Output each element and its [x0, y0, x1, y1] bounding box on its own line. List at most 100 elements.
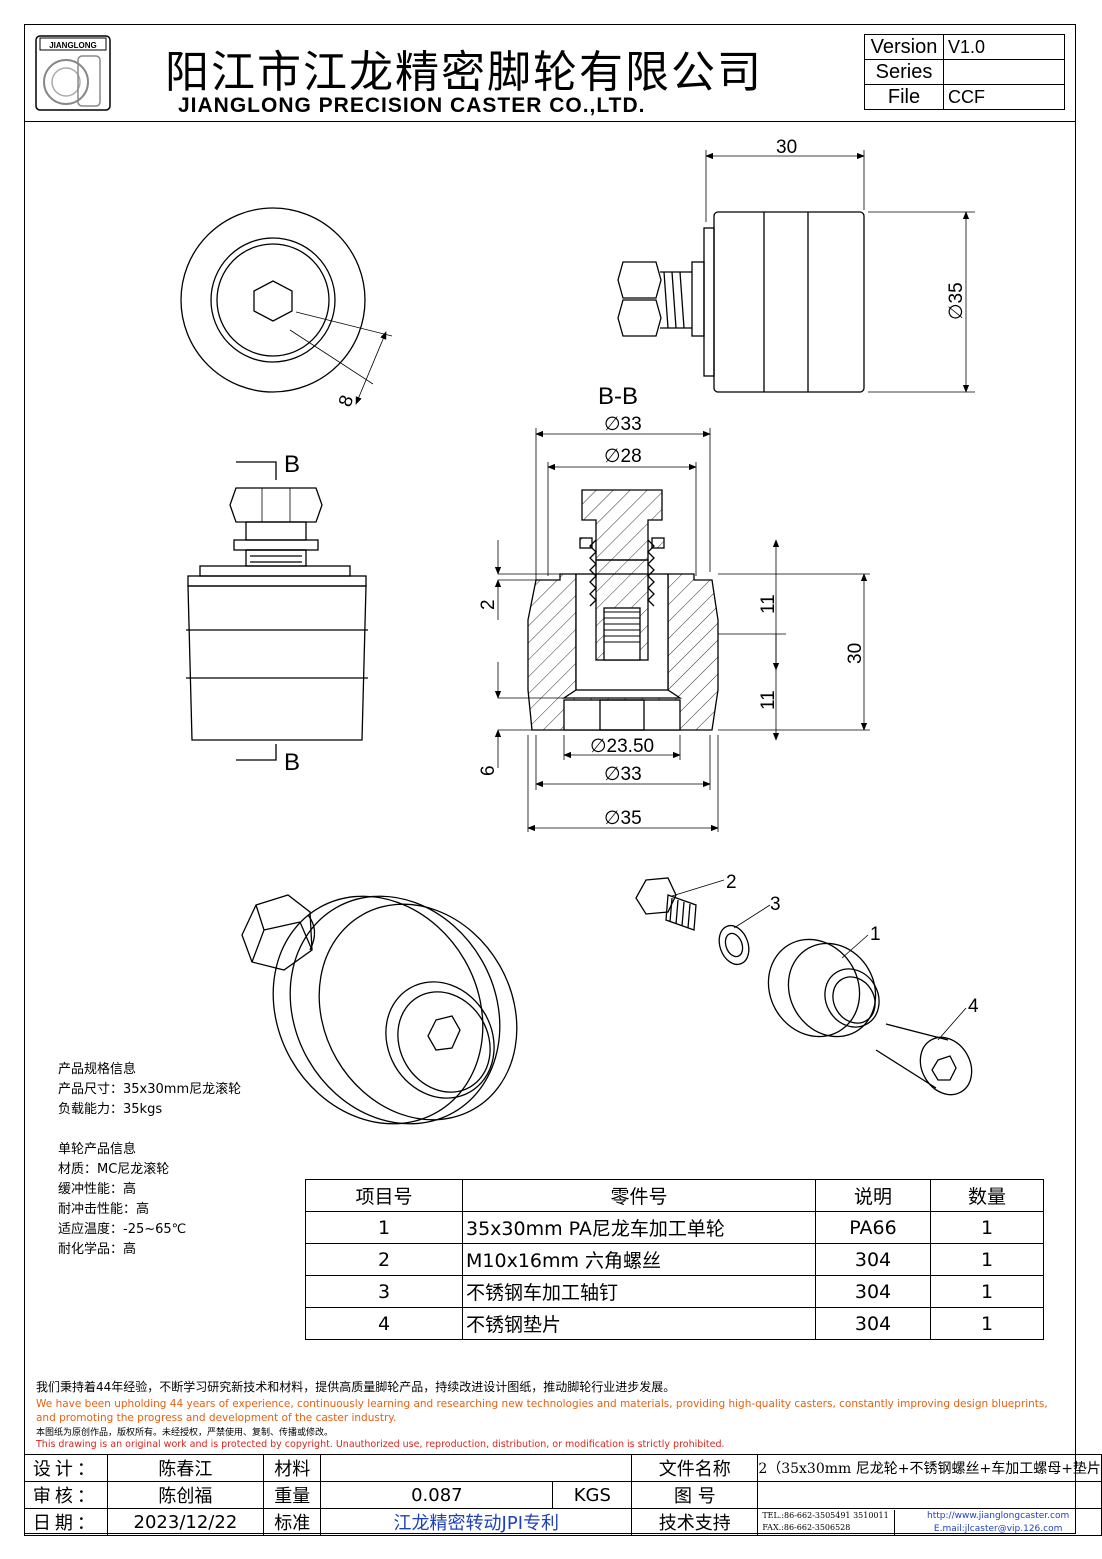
note-en-2: and promoting the progress and developme…: [36, 1412, 397, 1424]
elevation-view: [186, 461, 368, 761]
table-row: 1 35x30mm PA尼龙车加工单轮 PA66 1: [305, 1211, 1044, 1244]
drawing-no-label: 图 号: [631, 1481, 759, 1509]
isometric-assembly: [241, 894, 518, 1125]
spec-title: 产品规格信息: [58, 1062, 137, 1077]
product-spec-block: 产品规格信息 产品尺寸：35x30mm尼龙滚轮 负载能力：35kgs: [58, 1060, 241, 1120]
header-divider: [24, 121, 1076, 122]
parts-qty: 1: [930, 1307, 1044, 1340]
dim-hex-8: 8: [335, 393, 358, 410]
parts-qty: 1: [930, 1211, 1044, 1244]
note-en-1: We have been upholding 44 years of exper…: [36, 1398, 1048, 1410]
design-value: 陈春江: [106, 1454, 265, 1482]
spec-size: 产品尺寸：35x30mm尼龙滚轮: [58, 1082, 242, 1097]
cut-label-bottom: B: [284, 749, 300, 776]
parts-desc: 304: [815, 1307, 931, 1340]
parts-desc: 304: [815, 1243, 931, 1276]
section-label: B-B: [598, 383, 638, 410]
parts-header-qty: 数量: [930, 1179, 1044, 1212]
parts-name: M10x16mm 六角螺丝: [462, 1243, 816, 1276]
series-label: Series: [864, 59, 944, 85]
dim-2: 2: [478, 599, 499, 610]
contact-tel: TEL.:86-662-3505491 3510011: [762, 1510, 889, 1520]
table-row: 4 不锈钢垫片 304 1: [305, 1307, 1044, 1340]
dim-dia-35-side: ∅35: [946, 282, 967, 320]
support-label: 技术支持: [631, 1508, 759, 1536]
single-temperature: 适应温度：-25~65℃: [58, 1222, 187, 1237]
spec-load: 负载能力：35kgs: [58, 1102, 163, 1117]
dim-dia-35-bottom: ∅35: [604, 808, 642, 829]
email-link[interactable]: E.mail:jlcaster@vip.126.com: [933, 1523, 1063, 1534]
weight-label: 重量: [263, 1481, 322, 1509]
standard-label: 标准: [263, 1508, 322, 1536]
balloon-4: 4: [968, 996, 979, 1017]
website-link[interactable]: http://www.jianglongcaster.com: [927, 1510, 1070, 1521]
series-value: [943, 59, 1065, 85]
copyright-en: This drawing is an original work and is …: [36, 1439, 725, 1450]
single-impact: 耐冲击性能：高: [58, 1202, 150, 1217]
title-block: 设计： 陈春江 材料 文件名称 2（35x30mm 尼龙轮+不锈钢螺丝+车加工螺…: [24, 1454, 1102, 1536]
standard-value: 江龙精密转动JPI专利: [320, 1508, 633, 1536]
single-chemical: 耐化学品：高: [58, 1242, 137, 1257]
weight-value: 0.087: [320, 1481, 554, 1509]
exploded-view: [635, 877, 973, 1096]
logo-text: JIANGLONG: [49, 41, 97, 50]
material-value: [320, 1454, 633, 1482]
technical-drawing: 8 30 ∅35: [180, 137, 979, 1125]
balloon-2: 2: [726, 872, 737, 893]
note-cn: 我们秉持着44年经验，不断学习研究新技术和材料，提供高质量脚轮产品，持续改进设计…: [36, 1380, 676, 1394]
parts-table: 项目号 零件号 说明 数量 1 35x30mm PA尼龙车加工单轮 PA66 1…: [305, 1179, 1044, 1340]
version-label: Version: [864, 34, 944, 60]
parts-header-part: 零件号: [462, 1179, 816, 1212]
parts-item: 4: [305, 1307, 463, 1340]
review-label: 审核：: [24, 1481, 108, 1509]
single-material: 材质：MC尼龙滚轮: [58, 1162, 170, 1177]
dim-width-30: 30: [776, 137, 797, 158]
dim-6: 6: [478, 765, 499, 776]
table-row: 3 不锈钢车加工轴钉 304 1: [305, 1275, 1044, 1308]
single-title: 单轮产品信息: [58, 1142, 137, 1157]
parts-name: 不锈钢车加工轴钉: [462, 1275, 816, 1308]
dim-dia-28: ∅28: [604, 446, 642, 467]
front-view: [180, 207, 393, 405]
parts-name: 35x30mm PA尼龙车加工单轮: [462, 1211, 816, 1244]
filename-label: 文件名称: [631, 1454, 759, 1482]
company-title-cn: 阳江市江龙精密脚轮有限公司: [165, 47, 763, 98]
parts-qty: 1: [930, 1243, 1044, 1276]
contact-fax: FAX.:86-662-3506528: [762, 1522, 851, 1532]
parts-name: 不锈钢垫片: [462, 1307, 816, 1340]
parts-header-desc: 说明: [815, 1179, 931, 1212]
dim-11-top: 11: [758, 594, 779, 614]
date-label: 日期：: [24, 1508, 108, 1536]
parts-item: 2: [305, 1243, 463, 1276]
date-value: 2023/12/22: [106, 1508, 265, 1536]
parts-item: 1: [305, 1211, 463, 1244]
parts-desc: PA66: [815, 1211, 931, 1244]
cut-label-top: B: [284, 451, 300, 478]
balloon-1: 1: [870, 924, 881, 945]
single-wheel-info-block: 单轮产品信息 材质：MC尼龙滚轮 缓冲性能：高 耐冲击性能：高 适应温度：-25…: [58, 1140, 186, 1260]
review-value: 陈创福: [106, 1481, 265, 1509]
drawing-no-value: [757, 1481, 1102, 1509]
single-buffer: 缓冲性能：高: [58, 1182, 137, 1197]
parts-item: 3: [305, 1275, 463, 1308]
copyright-cn: 本图纸为原创作品，版权所有。未经授权，严禁使用、复制、传播或修改。: [36, 1428, 334, 1438]
filename-value: 2（35x30mm 尼龙轮+不锈钢螺丝+车加工螺母+垫片: [757, 1454, 1102, 1482]
file-value: CCF: [943, 84, 1065, 110]
dim-dia-33-bottom: ∅33: [604, 764, 642, 785]
dim-11-bottom: 11: [758, 690, 779, 710]
dim-dia-23-50: ∅23.50: [590, 736, 654, 757]
dim-dia-33-top: ∅33: [604, 414, 642, 435]
table-row: 2 M10x16mm 六角螺丝 304 1: [305, 1243, 1044, 1276]
design-label: 设计：: [24, 1454, 108, 1482]
weight-unit: KGS: [552, 1481, 633, 1509]
parts-header-item: 项目号: [305, 1179, 463, 1212]
material-label: 材料: [263, 1454, 322, 1482]
parts-desc: 304: [815, 1275, 931, 1308]
side-view: [617, 150, 975, 393]
parts-qty: 1: [930, 1275, 1044, 1308]
company-title-en: JIANGLONG PRECISION CASTER CO.,LTD.: [178, 94, 646, 117]
company-logo: JIANGLONG: [35, 35, 111, 111]
section-view: [494, 428, 870, 832]
dim-30-height: 30: [845, 643, 866, 664]
